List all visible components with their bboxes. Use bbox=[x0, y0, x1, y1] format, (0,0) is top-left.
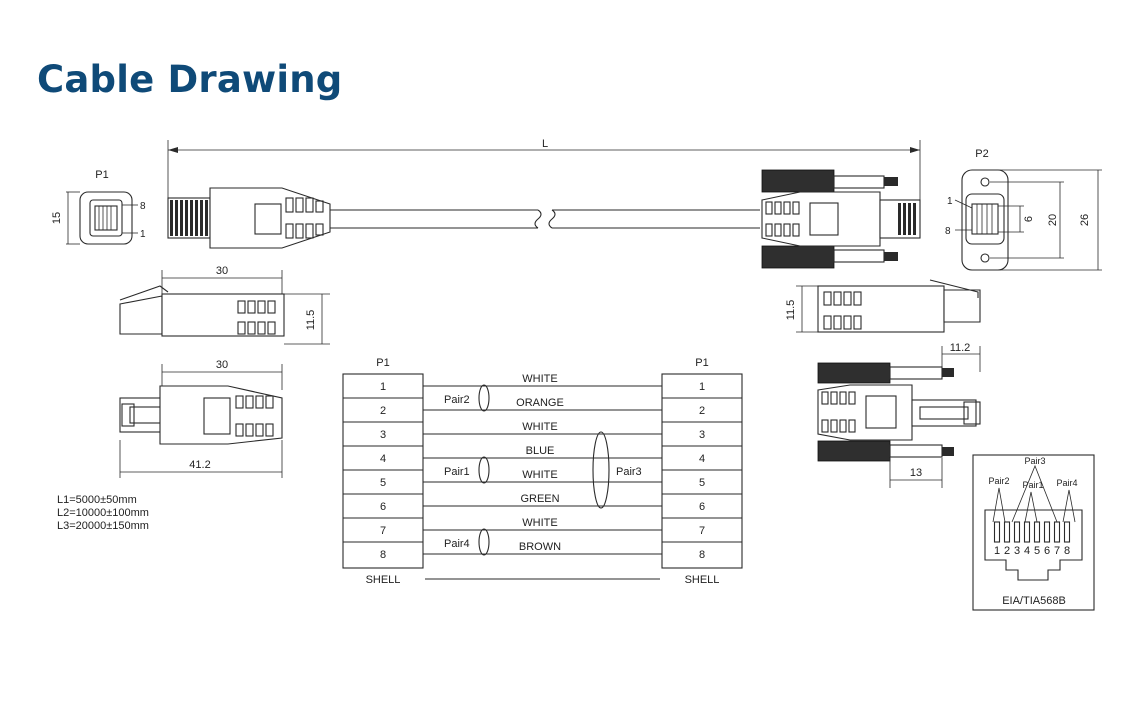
left-side-width-dim: 30 bbox=[216, 265, 228, 277]
overall-length-dimension: L bbox=[167, 138, 921, 200]
right-side-height-dim: 11.5 bbox=[785, 300, 797, 321]
wiring-right-pin-7: 7 bbox=[699, 525, 705, 537]
p2-pin-bottom: 8 bbox=[945, 226, 951, 237]
pair-label-4: Pair4 bbox=[444, 538, 470, 550]
page-title: Cable Drawing bbox=[37, 58, 343, 101]
length-option-2: L2=10000±100mm bbox=[57, 507, 149, 519]
pair-label-3: Pair3 bbox=[616, 466, 642, 478]
pinout-pin-4: 4 bbox=[1024, 545, 1030, 557]
pinout-contact-3 bbox=[1013, 521, 1021, 543]
left-top-length-dim: 41.2 bbox=[189, 459, 210, 471]
wire-color-2: ORANGE bbox=[516, 397, 564, 409]
p1-pin-top: 8 bbox=[140, 201, 146, 212]
right-top-width-dim: 11.2 bbox=[950, 342, 971, 354]
wiring-right-header: P1 bbox=[695, 357, 708, 369]
pair-label-1: Pair1 bbox=[444, 466, 470, 478]
p2-inner-dim: 6 bbox=[1023, 216, 1035, 222]
p2-outer-dim: 26 bbox=[1079, 214, 1091, 226]
left-side-height-dim: 11.5 bbox=[305, 310, 317, 331]
wire-color-3: WHITE bbox=[522, 421, 557, 433]
p1-label: P1 bbox=[95, 169, 108, 181]
wiring-left-pin-7: 7 bbox=[380, 525, 386, 537]
wiring-left-pin-3: 3 bbox=[380, 429, 386, 441]
wiring-right-pin-1: 1 bbox=[699, 381, 705, 393]
length-options: L1=5000±50mm L2=10000±100mm L3=20000±150… bbox=[57, 494, 149, 532]
pinout-contact-4 bbox=[1023, 521, 1031, 543]
p2-label: P2 bbox=[975, 148, 988, 160]
wiring-left-header: P1 bbox=[376, 357, 389, 369]
length-option-1: L1=5000±50mm bbox=[57, 494, 137, 506]
wire-color-8: BROWN bbox=[519, 541, 561, 553]
pinout-pin-6: 6 bbox=[1044, 545, 1050, 557]
wiring-left-pin-1: 1 bbox=[380, 381, 386, 393]
pinout-contact-5 bbox=[1033, 521, 1041, 543]
pinout-pair-3: Pair3 bbox=[1024, 456, 1045, 466]
wiring-right-pin-6: 6 bbox=[699, 501, 705, 513]
pinout-contact-7 bbox=[1053, 521, 1061, 543]
pinout-contact-6 bbox=[1043, 521, 1051, 543]
wire-color-4: BLUE bbox=[526, 445, 555, 457]
p2-pin-top: 1 bbox=[947, 196, 953, 207]
right-industrial-plug bbox=[761, 169, 921, 269]
wiring-right-pin-3: 3 bbox=[699, 429, 705, 441]
right-top-view: 11.2 13 bbox=[817, 342, 981, 488]
p1-height-dim: 15 bbox=[51, 212, 63, 224]
wiring-right-pin-5: 5 bbox=[699, 477, 705, 489]
p1-face-view: P1 15 8 1 bbox=[51, 169, 146, 245]
wiring-right-pin-2: 2 bbox=[699, 405, 705, 417]
shell-left: SHELL bbox=[366, 574, 401, 586]
pinout-contact-8 bbox=[1063, 521, 1071, 543]
pinout-pair-4: Pair4 bbox=[1056, 478, 1077, 488]
length-option-3: L3=20000±150mm bbox=[57, 520, 149, 532]
pinout-contact-2 bbox=[1003, 521, 1011, 543]
wiring-left-pin-6: 6 bbox=[380, 501, 386, 513]
wiring-right-pin-8: 8 bbox=[699, 549, 705, 561]
wire-color-6: GREEN bbox=[520, 493, 559, 505]
p1-pin-bottom: 1 bbox=[140, 229, 146, 240]
right-side-view: 11.5 bbox=[785, 279, 981, 333]
pinout-pin-2: 2 bbox=[1004, 545, 1010, 557]
pinout-pin-5: 5 bbox=[1034, 545, 1040, 557]
pinout-standard: EIA/TIA568B bbox=[1002, 595, 1066, 607]
wire-color-1: WHITE bbox=[522, 373, 557, 385]
wire-color-5: WHITE bbox=[522, 469, 557, 481]
pinout-pin-8: 8 bbox=[1064, 545, 1070, 557]
left-rj45-plug bbox=[167, 187, 331, 249]
length-label: L bbox=[542, 138, 548, 150]
pinout-pin-1: 1 bbox=[994, 545, 1000, 557]
wiring-left-pin-8: 8 bbox=[380, 549, 386, 561]
left-top-width-dim: 30 bbox=[216, 359, 228, 371]
shell-right: SHELL bbox=[685, 574, 720, 586]
wiring-right-pin-4: 4 bbox=[699, 453, 705, 465]
left-side-view: 30 11.5 bbox=[119, 265, 330, 345]
pinout-contact-1 bbox=[993, 521, 1001, 543]
pair-label-2: Pair2 bbox=[444, 394, 470, 406]
pinout-pin-3: 3 bbox=[1014, 545, 1020, 557]
cable-body bbox=[330, 209, 760, 229]
wiring-left-pin-2: 2 bbox=[380, 405, 386, 417]
right-top-offset-dim: 13 bbox=[910, 467, 922, 479]
pinout-pin-7: 7 bbox=[1054, 545, 1060, 557]
left-top-view: 30 41.2 bbox=[119, 359, 283, 478]
pinout-pair-2: Pair2 bbox=[988, 476, 1009, 486]
pinout-pair-1: Pair1 bbox=[1022, 480, 1043, 490]
wiring-left-pin-4: 4 bbox=[380, 453, 386, 465]
p2-mid-dim: 20 bbox=[1047, 214, 1059, 226]
p2-face-view: P2 1 8 6 20 26 bbox=[945, 148, 1102, 271]
wire-color-7: WHITE bbox=[522, 517, 557, 529]
wiring-left-pin-5: 5 bbox=[380, 477, 386, 489]
